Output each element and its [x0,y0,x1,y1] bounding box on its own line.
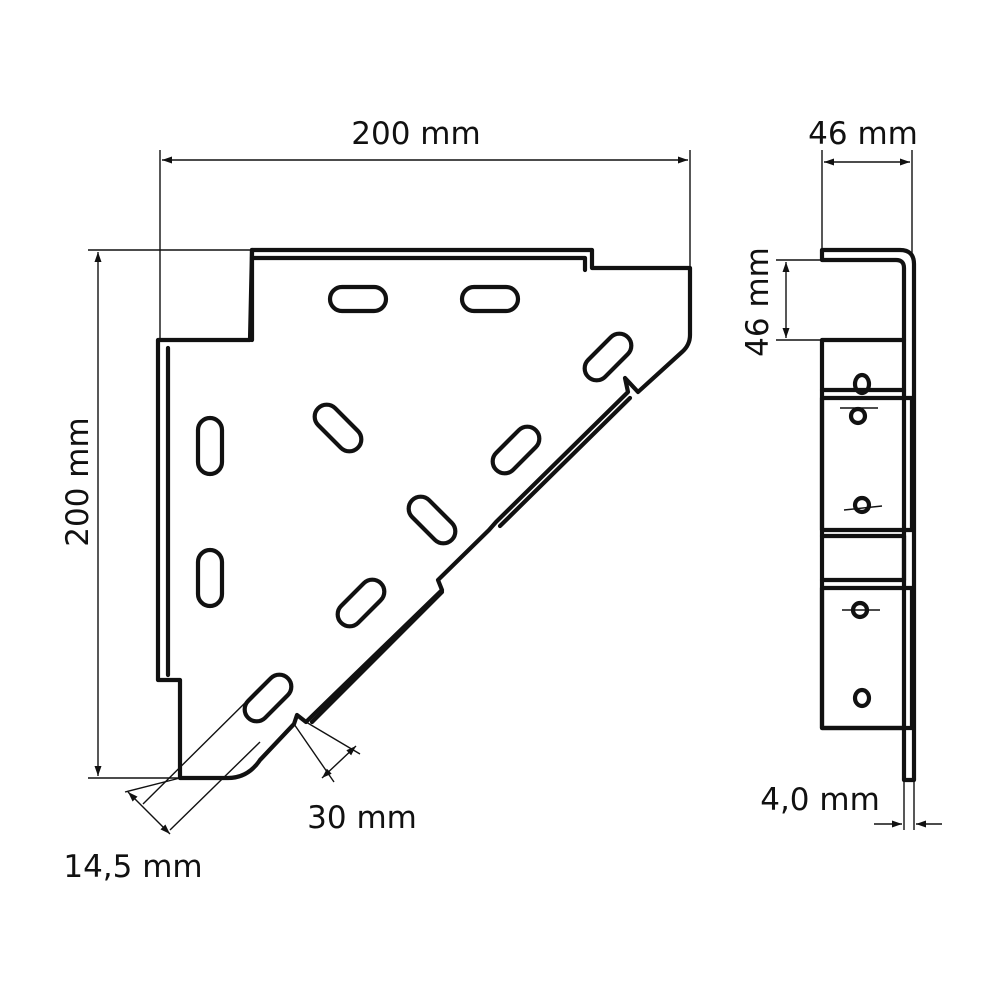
side-hole-3 [852,495,872,515]
plate-diagonal-edge-upper [497,395,633,529]
slot-horizontal-1 [327,284,389,314]
dim-side-width-label: 46 mm [808,116,918,152]
front-view-dimensions: 200 mm 200 mm 14,5 mm 30 mm [60,116,691,885]
dim-offset-line [127,791,171,835]
dim-left-height-label: 200 mm [60,417,96,546]
dim-side-height-label: 46 mm [740,247,776,357]
bracket-side-view [819,247,917,783]
side-hole-1 [852,372,872,396]
slot-vertical-2 [195,547,225,609]
side-hole-2 [848,406,868,426]
dim-top-width-label: 200 mm [351,116,480,152]
side-hole-3-centerline [843,505,883,511]
dim-slot-offset-label: 14,5 mm [63,849,202,885]
side-lower-panel [819,585,915,731]
dim-offset-extension-1 [124,777,181,793]
slot-diagonal-2 [490,424,542,476]
side-view-dimensions: 46 mm 46 mm 4,0 mm [740,116,942,830]
plate-outline [155,247,693,781]
slot-diagonal-4 [242,672,294,724]
plate-top-fold-line [249,255,588,273]
dim-thickness-label: 4,0 mm [760,782,880,818]
dim-offset-extension-3 [169,741,261,831]
dim-spacing-line [321,745,357,779]
plate-diagonal-edge-middle [309,589,445,725]
slot-vertical-1 [195,415,225,477]
slot-horizontal-2 [459,284,521,314]
dim-slot-spacing-label: 30 mm [307,800,417,836]
slot-diagonal-5 [312,402,364,454]
slot-diagonal-6 [406,494,458,546]
slot-diagonal-3 [335,577,387,629]
corner-bracket-plate [155,247,693,781]
dim-offset-extension-2 [142,693,255,805]
slot-diagonal-1 [582,331,634,383]
side-hole-5 [852,687,872,709]
side-upper-panel [819,395,915,533]
